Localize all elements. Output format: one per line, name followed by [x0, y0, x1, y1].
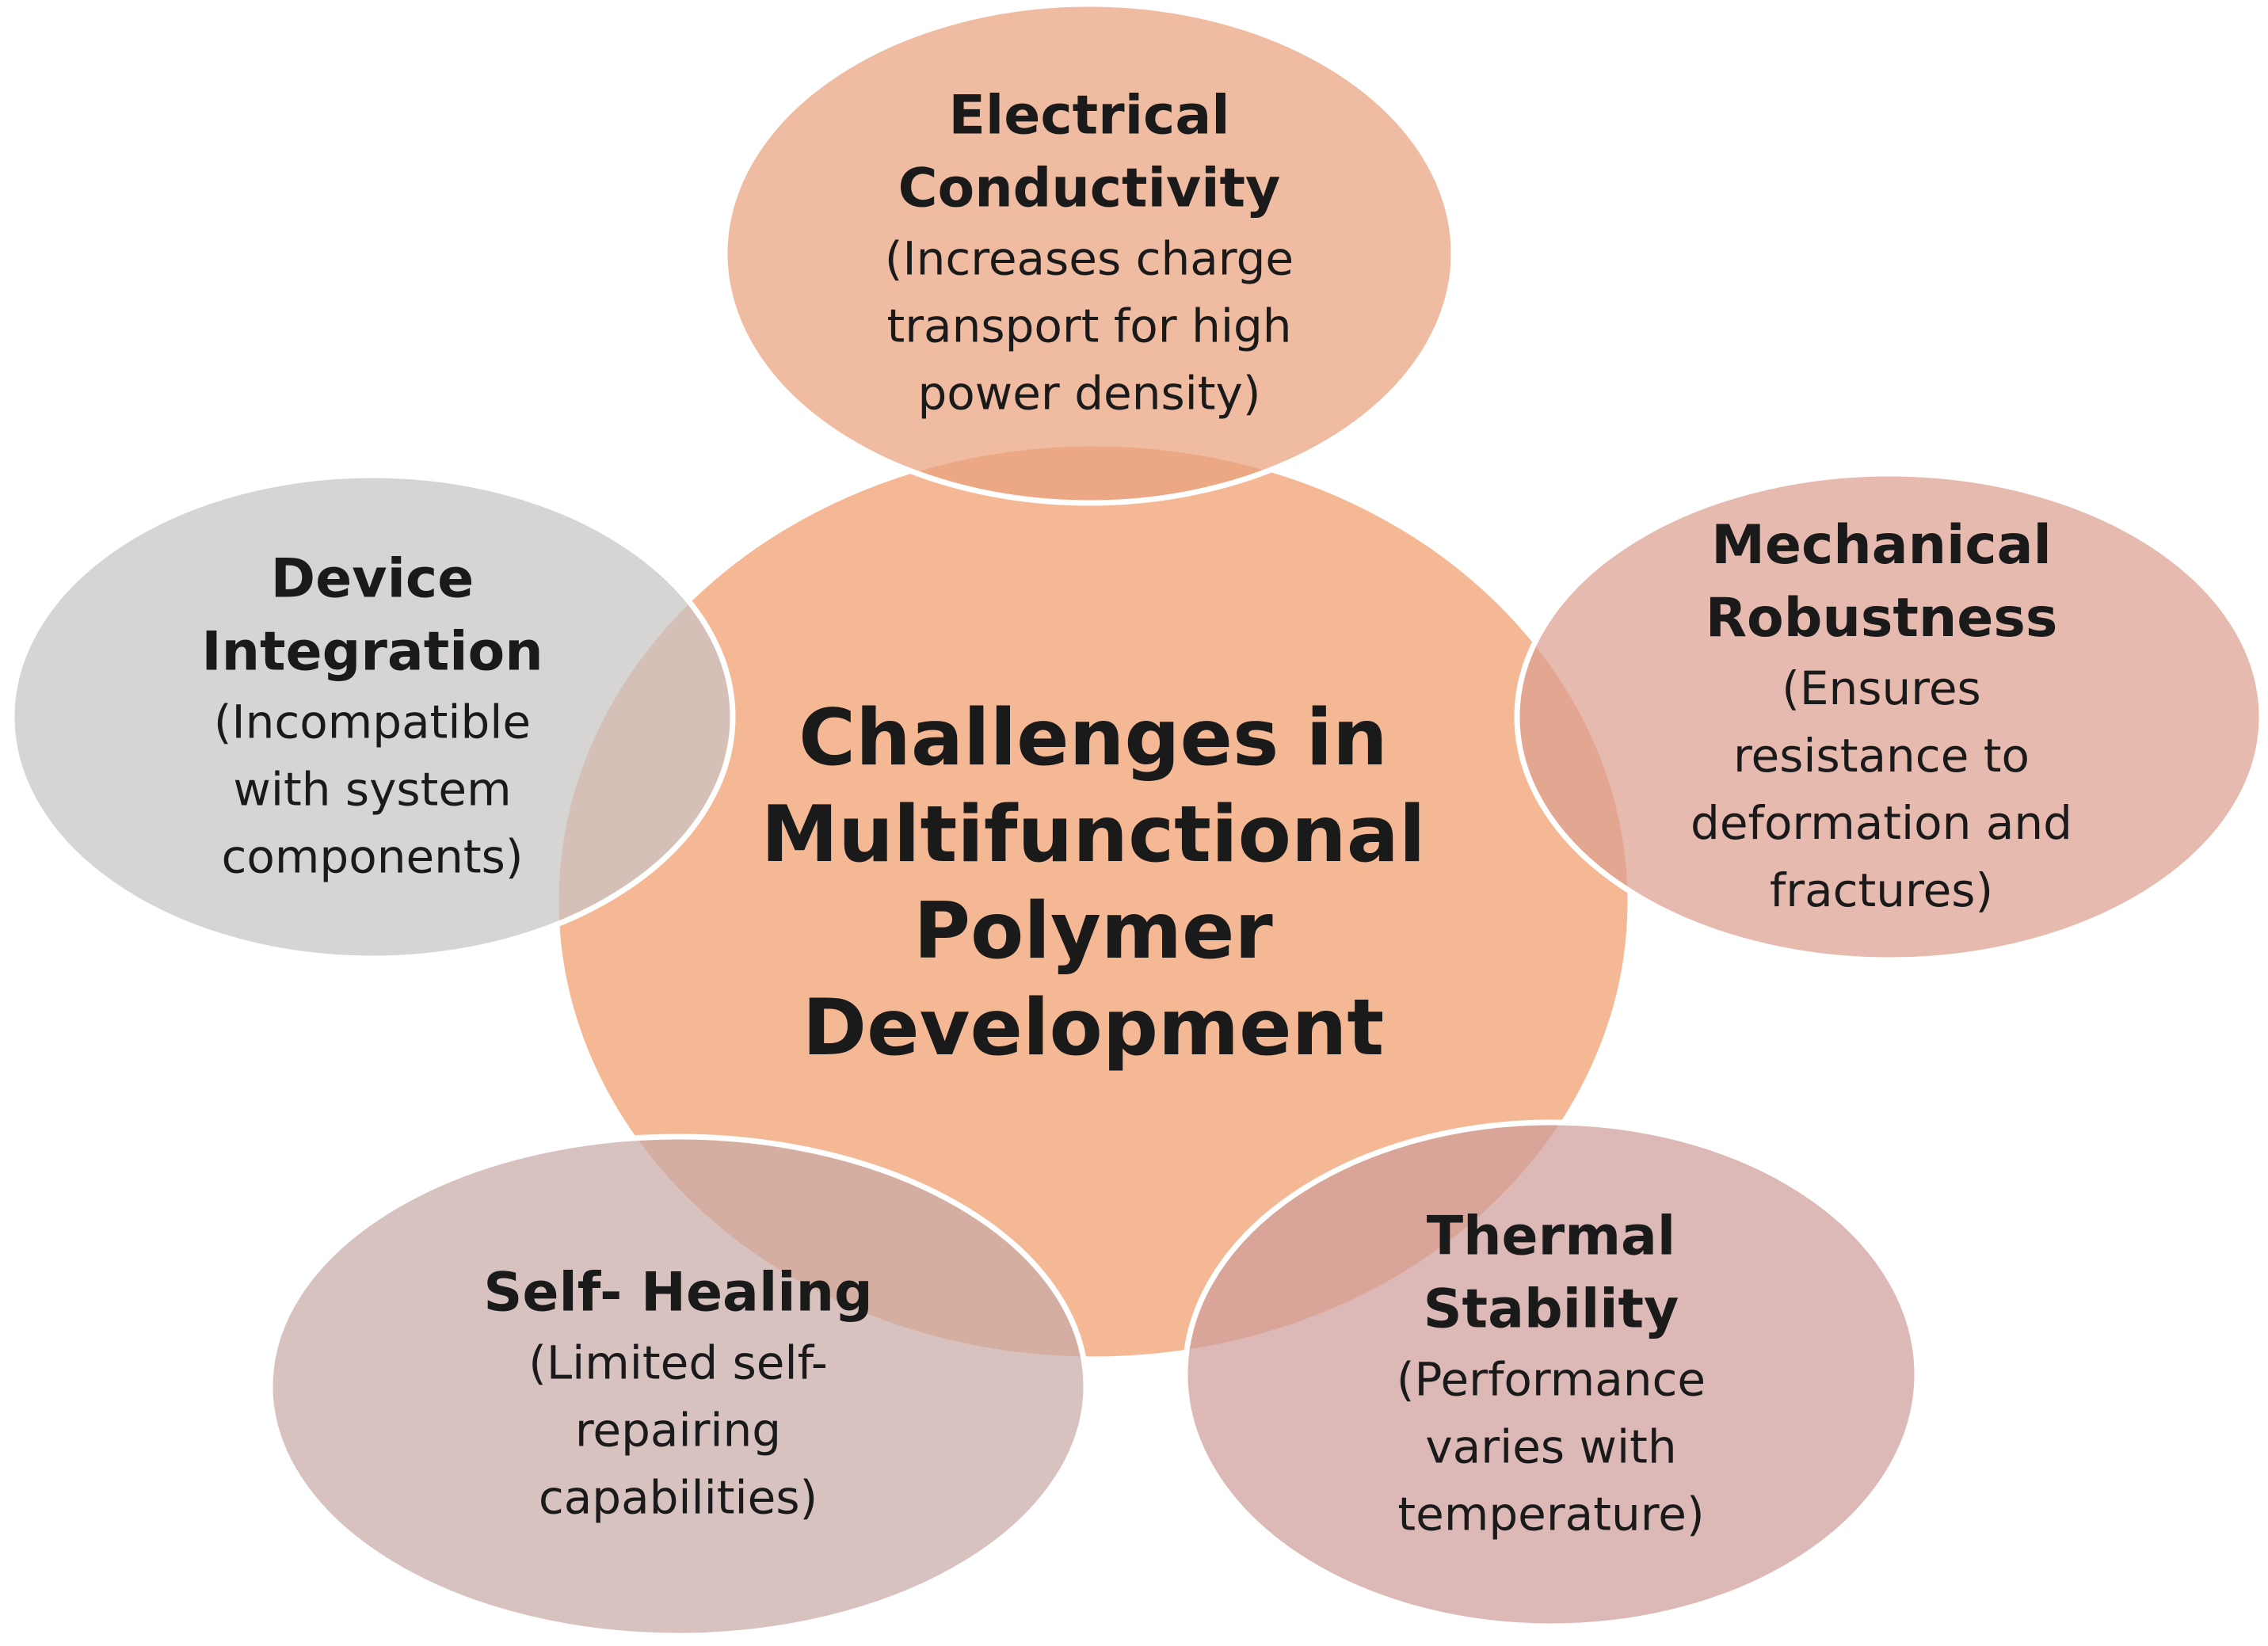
node-title-line: Robustness [1705, 587, 2058, 650]
center-title-line: Challenges in [799, 693, 1388, 783]
node-label-mechanical-robustness: Mechanical Robustness (Ensures resistanc… [1691, 509, 2072, 924]
node-title-line: Electrical [948, 84, 1230, 147]
node-desc-line: power density) [917, 366, 1261, 421]
node-desc-line: fractures) [1769, 863, 1994, 917]
center-title-line: Polymer [913, 886, 1273, 977]
node-title-line: Device [270, 547, 475, 611]
node-desc-line: (Incompatible [213, 695, 532, 749]
node-label-self-healing: Self- Healing (Limited self- repairing c… [483, 1257, 872, 1532]
node-device-integration-circle [9, 472, 736, 962]
node-title-line: Mechanical [1711, 514, 2052, 577]
node-electrical-conductivity-circle [722, 1, 1457, 506]
node-desc-line: resistance to [1732, 729, 2030, 783]
node-label-device-integration: Device Integration (Incompatible with sy… [201, 543, 543, 891]
node-desc-line: with system [233, 762, 512, 817]
node-desc-line: temperature) [1397, 1487, 1705, 1541]
node-title-line: Stability [1423, 1278, 1679, 1341]
node-desc-line: varies with [1425, 1419, 1677, 1474]
node-mechanical-robustness-circle [1514, 471, 2265, 963]
node-label-electrical-conductivity: Electrical Conductivity (Increases charg… [885, 80, 1294, 428]
node-title-line: Integration [201, 620, 543, 684]
node-thermal-stability-circle [1182, 1119, 1920, 1629]
node-desc-line: transport for high [886, 299, 1292, 353]
node-title-line: Thermal [1426, 1205, 1676, 1268]
node-desc-line: components) [221, 829, 524, 884]
node-desc-line: (Increases charge [884, 231, 1294, 286]
node-desc-line: deformation and [1691, 796, 2072, 850]
node-desc-line: (Ensures [1782, 661, 1981, 715]
node-desc-line: repairing [574, 1403, 782, 1457]
center-title: Challenges in Multifunctional Polymer De… [761, 690, 1426, 1076]
node-desc-line: capabilities) [538, 1470, 818, 1525]
node-self-healing-circle [267, 1134, 1089, 1639]
node-title-line: Self- Healing [483, 1261, 873, 1324]
center-title-line: Development [802, 983, 1385, 1073]
node-desc-line: (Limited self- [528, 1335, 828, 1390]
node-title-line: Conductivity [898, 157, 1281, 220]
center-title-line: Multifunctional [760, 790, 1426, 880]
node-label-thermal-stability: Thermal Stability (Performance varies wi… [1397, 1201, 1706, 1549]
node-desc-line: (Performance [1396, 1352, 1706, 1407]
